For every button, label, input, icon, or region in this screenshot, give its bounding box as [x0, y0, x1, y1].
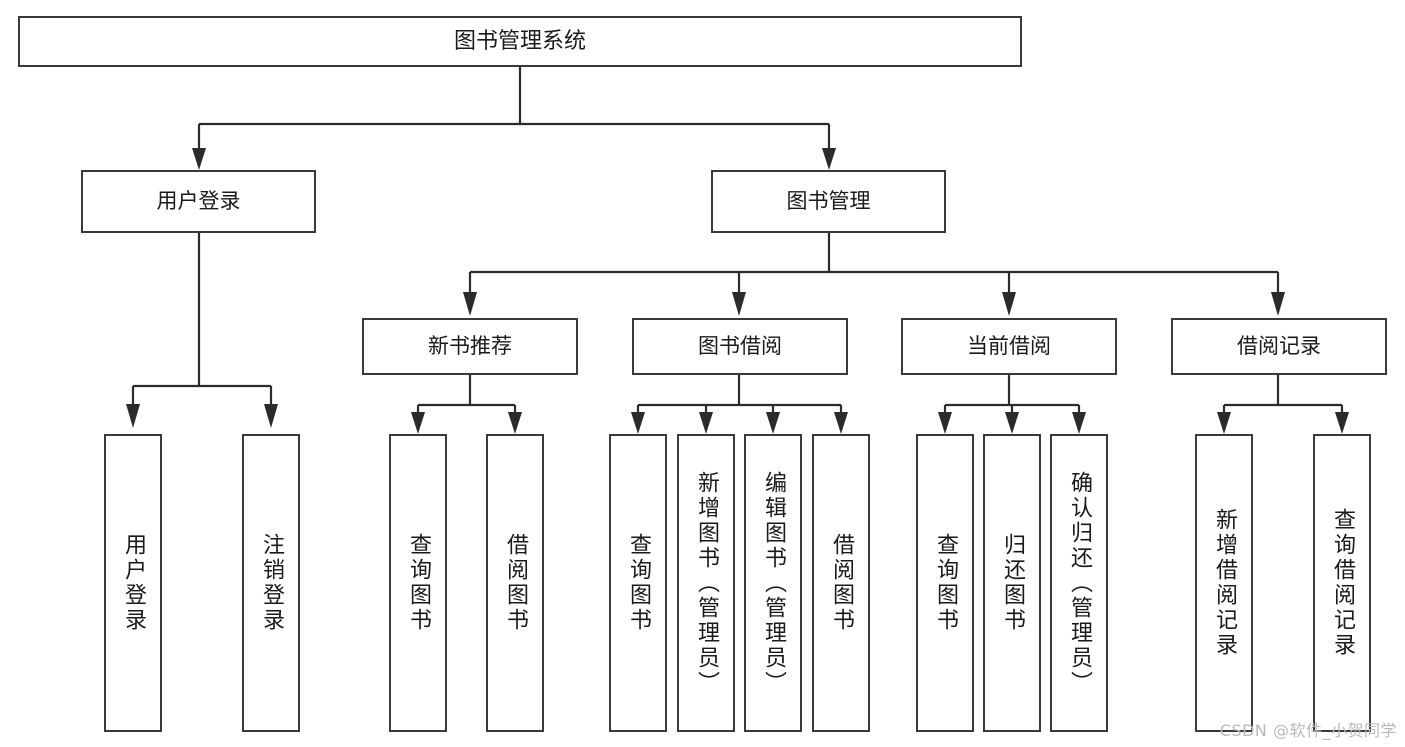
node-user-login-label: 用户登录 — [156, 189, 241, 214]
node-leaf-record-add[interactable]: 新增借阅记录 — [1195, 434, 1253, 732]
node-leaf-user-login[interactable]: 用户登录 — [104, 434, 162, 732]
node-leaf-user-logout[interactable]: 注销登录 — [242, 434, 300, 732]
node-leaf-borrow-borrow-book-label: 借阅图书 — [829, 533, 854, 633]
node-new-book-recommend[interactable]: 新书推荐 — [362, 318, 578, 375]
arrowhead-level3-3 — [1002, 292, 1016, 316]
node-book-management-label: 图书管理 — [786, 189, 871, 214]
arrowhead-borrow-3 — [766, 412, 780, 434]
node-leaf-current-query-book-label: 查询图书 — [933, 533, 958, 633]
node-leaf-borrow-add-book[interactable]: 新增图书（管理员） — [677, 434, 735, 732]
node-book-management[interactable]: 图书管理 — [711, 170, 946, 233]
node-new-book-recommend-label: 新书推荐 — [428, 334, 512, 359]
node-book-borrow[interactable]: 图书借阅 — [632, 318, 848, 375]
arrowhead-current-3 — [1072, 412, 1086, 434]
node-user-login[interactable]: 用户登录 — [81, 170, 316, 233]
arrowhead-borrow-4 — [834, 412, 848, 434]
arrowhead-user-login-child-2 — [264, 404, 278, 428]
arrowhead-recommend-2 — [508, 412, 522, 434]
arrowhead-level3-4 — [1271, 292, 1285, 316]
node-leaf-recommend-query-book[interactable]: 查询图书 — [389, 434, 447, 732]
node-current-borrow[interactable]: 当前借阅 — [901, 318, 1117, 375]
node-root-label: 图书管理系统 — [453, 28, 586, 54]
node-borrow-record[interactable]: 借阅记录 — [1171, 318, 1387, 375]
node-root[interactable]: 图书管理系统 — [18, 16, 1022, 67]
node-leaf-borrow-add-book-label: 新增图书（管理员） — [694, 470, 719, 696]
arrowhead-record-2 — [1335, 412, 1349, 434]
node-leaf-borrow-query-book-label: 查询图书 — [626, 533, 651, 633]
arrowhead-borrow-2 — [699, 412, 713, 434]
arrowhead-recommend-1 — [411, 412, 425, 434]
node-leaf-current-confirm-return-label: 确认归还（管理员） — [1067, 470, 1092, 696]
node-leaf-borrow-borrow-book[interactable]: 借阅图书 — [812, 434, 870, 732]
node-leaf-borrow-query-book[interactable]: 查询图书 — [609, 434, 667, 732]
node-leaf-record-query-label: 查询借阅记录 — [1330, 508, 1355, 658]
node-leaf-record-query[interactable]: 查询借阅记录 — [1313, 434, 1371, 732]
node-leaf-borrow-edit-book[interactable]: 编辑图书（管理员） — [744, 434, 802, 732]
node-leaf-current-return-book-label: 归还图书 — [1000, 533, 1025, 633]
node-leaf-borrow-edit-book-label: 编辑图书（管理员） — [761, 470, 786, 696]
arrowhead-user-login-child-1 — [126, 404, 140, 428]
node-leaf-user-login-label: 用户登录 — [121, 533, 146, 633]
node-leaf-current-confirm-return[interactable]: 确认归还（管理员） — [1050, 434, 1108, 732]
arrowhead-record-1 — [1217, 412, 1231, 434]
node-leaf-record-add-label: 新增借阅记录 — [1212, 508, 1237, 658]
node-book-borrow-label: 图书借阅 — [698, 334, 782, 359]
arrowhead-level3-1 — [463, 292, 477, 316]
watermark: CSDN @软件_小贺同学 — [1219, 721, 1397, 740]
arrowhead-current-2 — [1005, 412, 1019, 434]
arrowhead-level3-2 — [732, 292, 746, 316]
node-leaf-recommend-borrow-book[interactable]: 借阅图书 — [486, 434, 544, 732]
arrowhead-borrow-1 — [631, 412, 645, 434]
arrowhead-user-login — [192, 148, 206, 170]
node-leaf-current-return-book[interactable]: 归还图书 — [983, 434, 1041, 732]
node-leaf-user-logout-label: 注销登录 — [259, 533, 284, 633]
node-leaf-recommend-borrow-book-label: 借阅图书 — [503, 533, 528, 633]
arrowhead-current-1 — [938, 412, 952, 434]
arrowhead-book-manage — [822, 148, 836, 170]
node-leaf-current-query-book[interactable]: 查询图书 — [916, 434, 974, 732]
node-leaf-recommend-query-book-label: 查询图书 — [406, 533, 431, 633]
node-current-borrow-label: 当前借阅 — [967, 334, 1051, 359]
node-borrow-record-label: 借阅记录 — [1237, 334, 1321, 359]
